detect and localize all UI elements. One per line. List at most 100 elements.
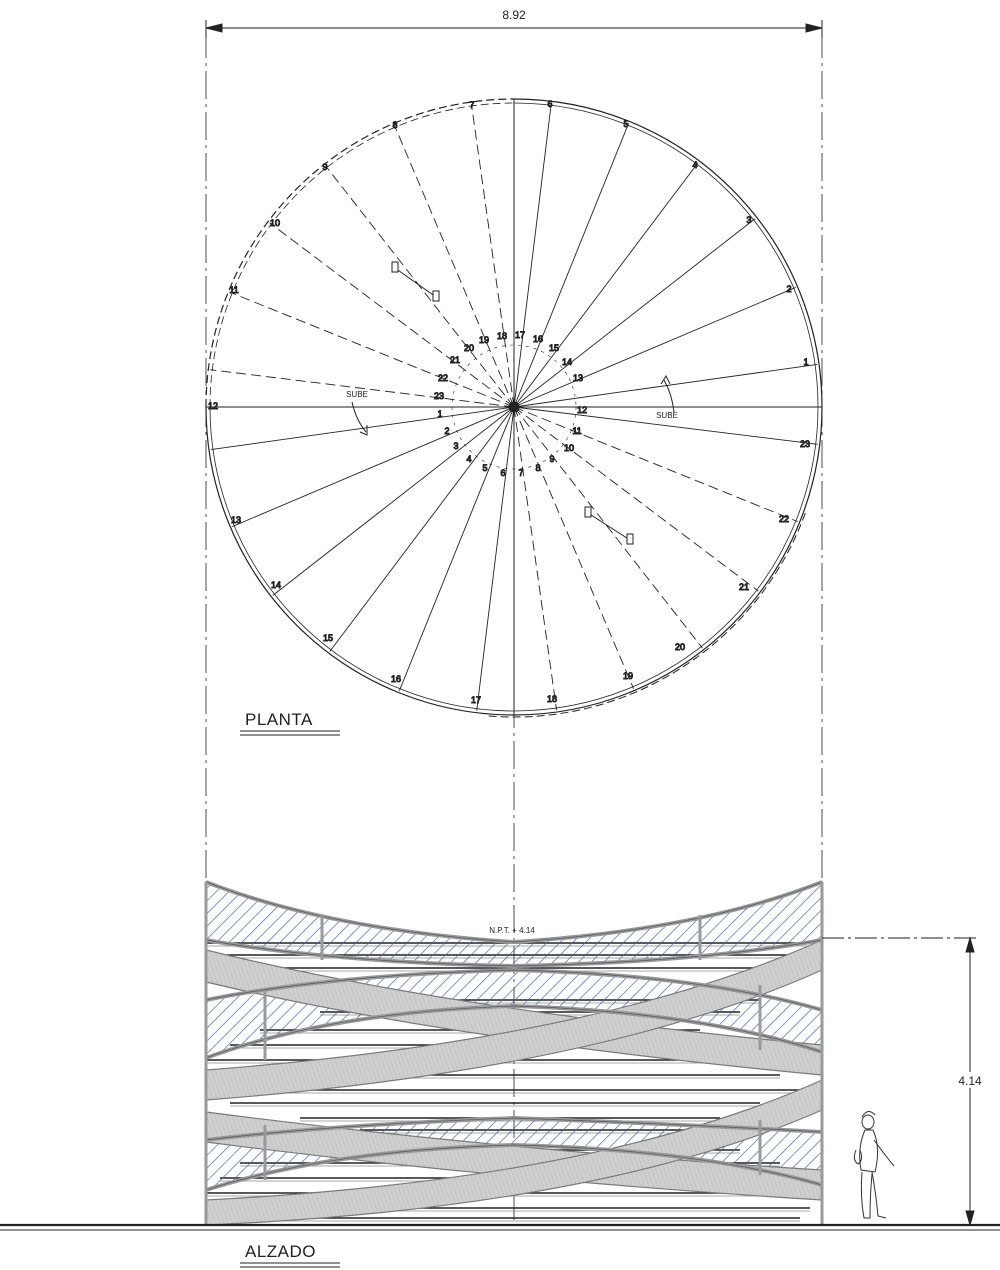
landing-break-line (394, 267, 437, 298)
inner-step-number: 17 (515, 330, 525, 340)
outer-step-number: 14 (271, 580, 281, 590)
outer-step-number: 19 (623, 671, 633, 681)
plan-inner-circle (451, 344, 577, 470)
elevation-title-underline (240, 1262, 340, 1268)
inner-step-number: 6 (500, 468, 505, 478)
tread-line (394, 125, 515, 408)
outer-step-number: 9 (322, 162, 327, 172)
tread-line (269, 222, 515, 408)
plan-outer-edge (205, 98, 823, 716)
tread-line (232, 406, 515, 527)
outer-step-number: 1 (803, 357, 808, 367)
level-label: N.P.T. + 4.14 (489, 926, 535, 935)
outer-step-number: 23 (800, 439, 810, 449)
inner-step-number: 22 (438, 373, 448, 383)
inner-step-number: 3 (453, 441, 458, 451)
tread-line (513, 406, 558, 711)
inner-step-number: 13 (573, 373, 583, 383)
handrail-edge (205, 1005, 823, 1059)
tread-line (210, 406, 515, 451)
tread-line (230, 291, 515, 408)
outer-step-number: 8 (392, 120, 397, 130)
landing-break-mark (391, 261, 399, 273)
inner-step-number: 18 (497, 331, 507, 341)
outer-step-number: 7 (469, 100, 474, 110)
inner-step-number: 11 (572, 426, 581, 436)
height-label: 4.14 (958, 1074, 982, 1088)
outer-step-number: 20 (675, 642, 685, 652)
tread-line (476, 406, 515, 711)
plan-outer-edge-inner (209, 102, 819, 712)
overall-width-dimension (205, 20, 823, 38)
tread-line (513, 287, 796, 408)
handrail-edge (205, 969, 823, 1011)
plan-outer-edge-dashed-lower (486, 512, 806, 718)
inner-step-number: 23 (434, 391, 444, 401)
outer-step-number: 3 (746, 215, 751, 225)
landing-break-mark (584, 506, 592, 518)
tread-line (513, 406, 634, 689)
outer-step-number: 12 (208, 401, 218, 411)
inner-step-number: 15 (549, 343, 559, 353)
landing-break-mark (432, 290, 440, 302)
inner-step-number: 21 (450, 355, 460, 365)
outer-step-number: 18 (547, 694, 557, 704)
overall-width-label: 8.92 (502, 8, 526, 22)
human-scale-figure (853, 1111, 895, 1219)
up-label-left: SUBE (346, 390, 368, 399)
tread-line (470, 103, 515, 408)
tread-line (513, 406, 703, 649)
outer-step-number: 17 (471, 695, 481, 705)
handrail-edge (205, 1144, 823, 1191)
inner-step-number: 14 (562, 357, 572, 367)
tread-line (210, 369, 515, 408)
tread-line (513, 123, 630, 408)
elevation-title: ALZADO (245, 1242, 316, 1261)
up-arrows (351, 374, 675, 436)
outer-step-number: 2 (786, 284, 791, 294)
handrail-edge (205, 881, 823, 943)
plan-title-underline (240, 730, 340, 736)
ground-line (0, 1223, 1000, 1231)
inner-step-number: 5 (482, 463, 487, 473)
outer-step-number: 15 (323, 633, 333, 643)
outer-step-number: 5 (623, 119, 628, 129)
inner-step-number: 16 (533, 334, 543, 344)
handrail-edge (205, 939, 823, 967)
tread-line (329, 406, 515, 652)
tread-line (513, 406, 759, 592)
outer-step-number: 6 (547, 99, 552, 109)
tread-line (398, 406, 515, 691)
inner-step-number: 2 (444, 426, 449, 436)
inner-step-number: 12 (577, 405, 587, 415)
outer-step-number: 4 (692, 160, 697, 170)
tread-line (513, 363, 818, 408)
inner-step-number: 8 (535, 463, 540, 473)
outer-step-number: 16 (391, 674, 401, 684)
landing-break-line (587, 512, 631, 541)
tread-line (272, 406, 515, 596)
tread-line (513, 406, 818, 445)
elevation-view (204, 880, 824, 1226)
inner-step-number: 7 (518, 468, 523, 478)
inner-step-number: 9 (549, 454, 554, 464)
height-label-mask (950, 1072, 990, 1088)
handrail-edge (205, 1117, 823, 1141)
inner-step-number: 10 (564, 443, 574, 453)
tread-line (513, 103, 552, 408)
plan-outer-edge-dashed-inner (209, 102, 515, 408)
outer-step-number: 10 (270, 218, 280, 228)
tread-line (513, 406, 798, 523)
tread-line (325, 165, 515, 408)
landing-break-mark (626, 533, 634, 545)
inner-step-number: 4 (466, 454, 471, 464)
outer-step-number: 11 (229, 285, 238, 295)
outer-step-number: 21 (739, 582, 749, 592)
inner-step-number: 19 (479, 335, 489, 345)
tread-line (513, 218, 756, 408)
outer-step-number: 22 (779, 514, 789, 524)
outer-step-number: 13 (231, 515, 241, 525)
inner-step-number: 1 (437, 409, 442, 419)
up-label-right: SUBE (656, 411, 678, 420)
